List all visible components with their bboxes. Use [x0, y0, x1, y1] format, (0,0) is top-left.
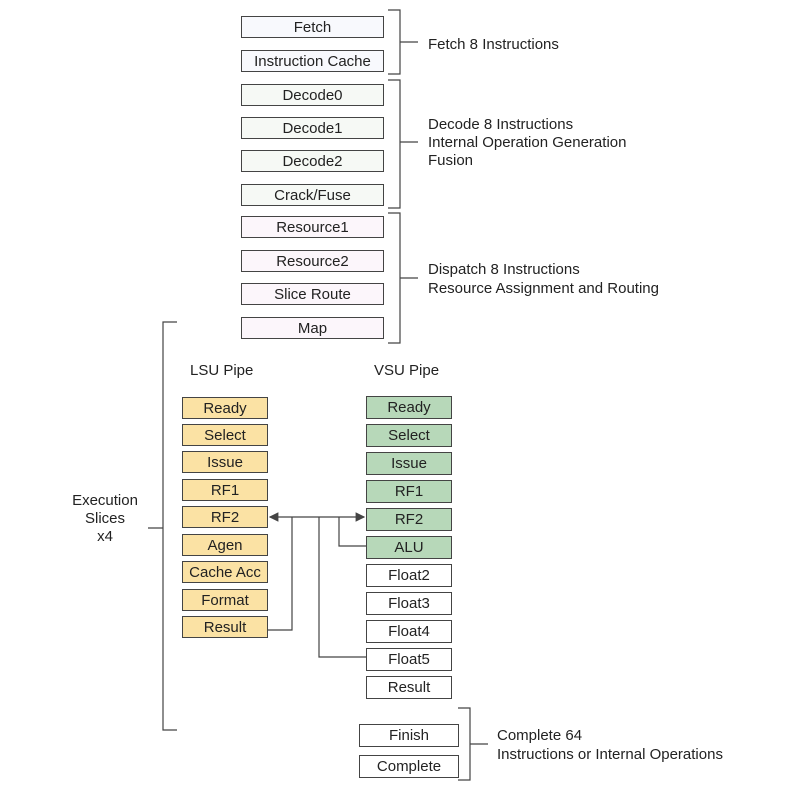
decode-annotation-line-2: Internal Operation Generation [428, 134, 627, 151]
lsu-issue-box: Issue [182, 451, 268, 473]
vsu-pipe-title: VSU Pipe [374, 362, 440, 379]
vsu-float3-box: Float3 [366, 592, 452, 615]
execution-label-line-1: Execution [72, 492, 138, 509]
finish-box: Finish [359, 724, 459, 747]
lsu-format-box: Format [182, 589, 268, 611]
vsu-issue-box: Issue [366, 452, 452, 475]
execution-bracket [148, 321, 177, 731]
decode-annotation-line-1: Decode 8 Instructions [428, 116, 574, 133]
lsu-result-box: Result [182, 616, 268, 638]
resource2-box: Resource2 [241, 250, 384, 272]
decode1-box: Decode1 [241, 117, 384, 139]
lsu-rf1-box: RF1 [182, 479, 268, 501]
lsu-ready-box: Ready [182, 397, 268, 419]
lsu-pipe-title: LSU Pipe [190, 362, 254, 379]
decode-bracket [388, 79, 418, 209]
fetch-bracket [388, 9, 418, 75]
vsu-select-box: Select [366, 424, 452, 447]
float5-feedback-line [318, 517, 366, 658]
vsu-float4-box: Float4 [366, 620, 452, 643]
lsu-result-feedback-line [268, 517, 293, 631]
execution-label-line-3: x4 [97, 528, 113, 545]
complete-box: Complete [359, 755, 459, 778]
dispatch-annotation-line-2: Resource Assignment and Routing [428, 280, 659, 297]
dispatch-annotation-line-1: Dispatch 8 Instructions [428, 261, 580, 278]
fetch-box: Fetch [241, 16, 384, 38]
fetch-annotation: Fetch 8 Instructions [428, 36, 559, 53]
vsu-rf2-box: RF2 [366, 508, 452, 531]
resource1-box: Resource1 [241, 216, 384, 238]
lsu-rf2-box: RF2 [182, 506, 268, 528]
vsu-alu-box: ALU [366, 536, 452, 559]
vsu-result-box: Result [366, 676, 452, 699]
slice-route-box: Slice Route [241, 283, 384, 305]
instruction-cache-box: Instruction Cache [241, 50, 384, 72]
decode2-box: Decode2 [241, 150, 384, 172]
alu-feedback-line [338, 517, 366, 547]
vsu-float5-box: Float5 [366, 648, 452, 671]
complete-annotation-line-2: Instructions or Internal Operations [497, 746, 723, 763]
lsu-select-box: Select [182, 424, 268, 446]
lsu-agen-box: Agen [182, 534, 268, 556]
complete-annotation-line-1: Complete 64 [497, 727, 583, 744]
lsu-cache-acc-box: Cache Acc [182, 561, 268, 583]
vsu-rf1-box: RF1 [366, 480, 452, 503]
execution-label-line-2: Slices [84, 510, 125, 527]
vsu-ready-box: Ready [366, 396, 452, 419]
complete-bracket [458, 707, 488, 781]
vsu-float2-box: Float2 [366, 564, 452, 587]
decode-annotation-line-3: Fusion [428, 152, 474, 169]
map-box: Map [241, 317, 384, 339]
crack-fuse-box: Crack/Fuse [241, 184, 384, 206]
dispatch-bracket [388, 212, 418, 344]
decode0-box: Decode0 [241, 84, 384, 106]
